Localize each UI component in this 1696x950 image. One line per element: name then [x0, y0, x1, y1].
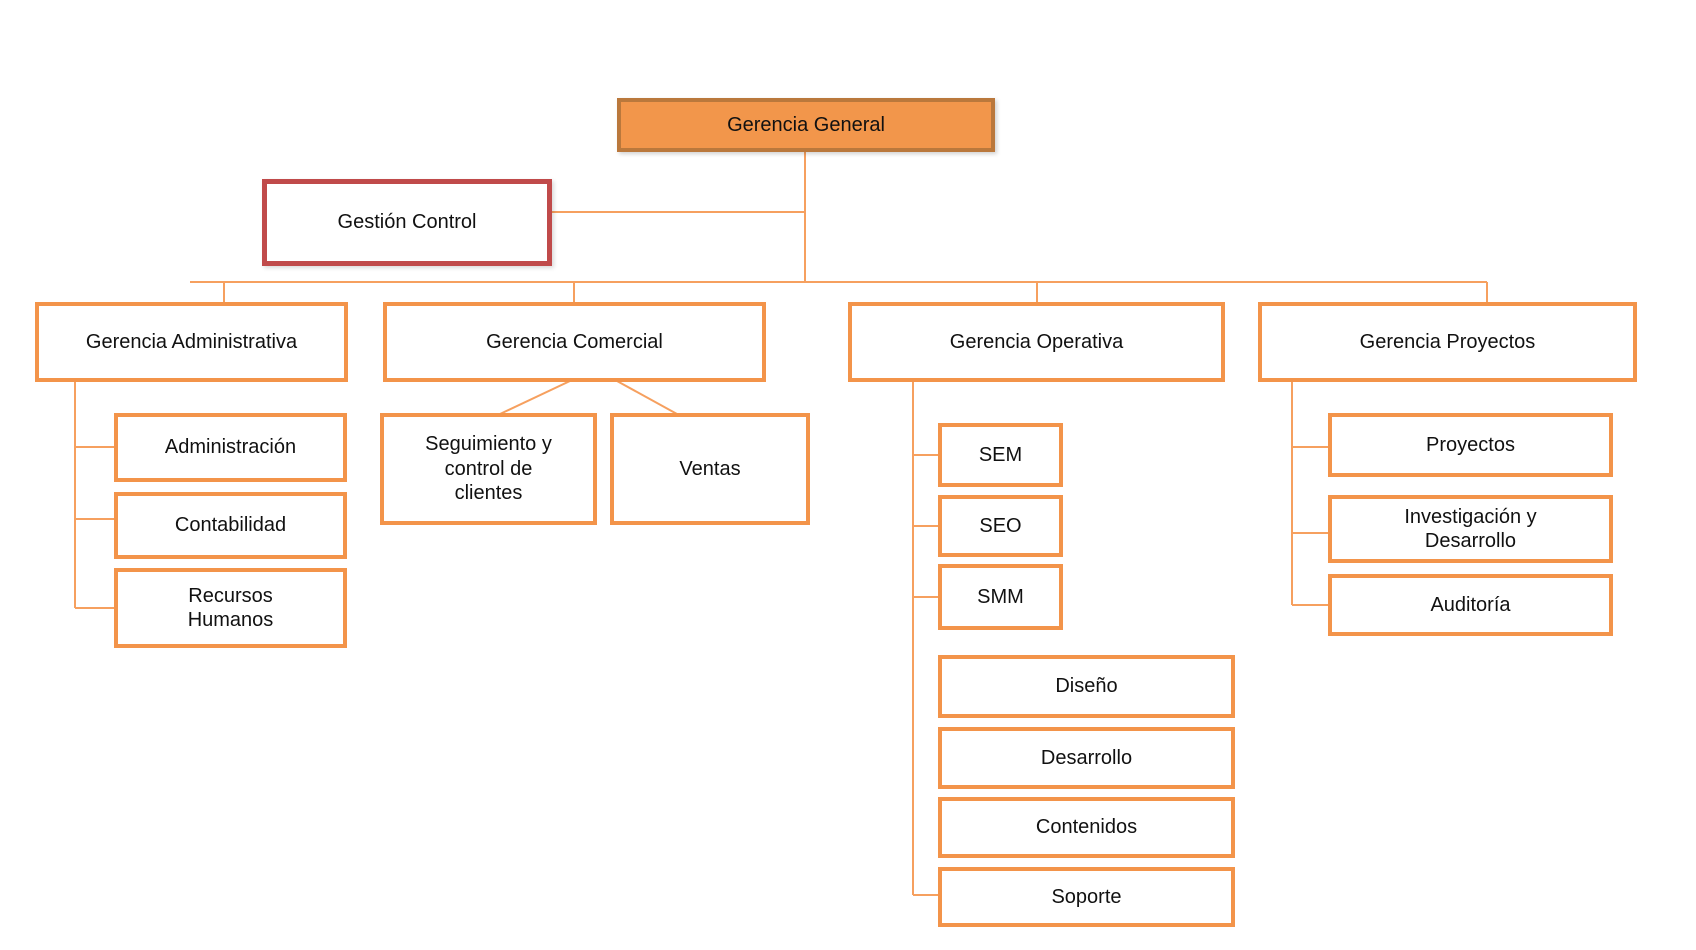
- gerencia-general-label: Gerencia General: [727, 113, 885, 136]
- auditoria-box[interactable]: Auditoría: [1328, 574, 1613, 636]
- gestion-control-label: Gestión Control: [337, 211, 477, 234]
- recursos-humanos-label: Recursos Humanos: [187, 584, 274, 631]
- seo-box[interactable]: SEO: [938, 495, 1063, 557]
- sem-box[interactable]: SEM: [938, 423, 1063, 487]
- gerencia-proyectos-label: Gerencia Proyectos: [1359, 330, 1536, 353]
- gerencia-comercial-box[interactable]: Gerencia Comercial: [383, 302, 766, 382]
- gerencia-operativa-label: Gerencia Operativa: [949, 330, 1124, 353]
- seguimiento-control-clientes-label: Seguimiento y control de clientes: [425, 433, 552, 505]
- smm-box[interactable]: SMM: [938, 564, 1063, 630]
- gerencia-operativa-box[interactable]: Gerencia Operativa: [848, 302, 1225, 382]
- ventas-label: Ventas: [679, 457, 741, 480]
- sem-label: SEM: [978, 443, 1023, 466]
- diseno-label: Diseño: [1055, 675, 1118, 698]
- gerencia-administrativa-box[interactable]: Gerencia Administrativa: [35, 302, 348, 382]
- gerencia-administrativa-label: Gerencia Administrativa: [85, 330, 298, 353]
- contabilidad-label: Contabilidad: [174, 514, 287, 537]
- connector-comercial-diag-right: [616, 380, 678, 415]
- seguimiento-control-clientes-box[interactable]: Seguimiento y control de clientes: [380, 413, 597, 525]
- desarrollo-box[interactable]: Desarrollo: [938, 727, 1235, 789]
- gestion-control-box[interactable]: Gestión Control: [262, 179, 552, 266]
- gerencia-comercial-label: Gerencia Comercial: [486, 330, 663, 353]
- proyectos-box[interactable]: Proyectos: [1328, 413, 1613, 477]
- desarrollo-label: Desarrollo: [1040, 746, 1133, 769]
- contenidos-label: Contenidos: [1035, 816, 1138, 839]
- seo-label: SEO: [979, 514, 1022, 537]
- soporte-box[interactable]: Soporte: [938, 867, 1235, 927]
- gerencia-proyectos-box[interactable]: Gerencia Proyectos: [1258, 302, 1637, 382]
- recursos-humanos-box[interactable]: Recursos Humanos: [114, 568, 347, 648]
- contenidos-box[interactable]: Contenidos: [938, 797, 1235, 858]
- investigacion-y-desarrollo-label: Investigación y Desarrollo: [1404, 505, 1537, 552]
- soporte-label: Soporte: [1051, 885, 1122, 908]
- proyectos-label: Proyectos: [1426, 433, 1515, 456]
- ventas-box[interactable]: Ventas: [610, 413, 810, 525]
- smm-label: SMM: [977, 585, 1024, 608]
- gerencia-general-box[interactable]: Gerencia General: [617, 98, 995, 152]
- investigacion-y-desarrollo-box[interactable]: Investigación y Desarrollo: [1328, 495, 1613, 563]
- diseno-box[interactable]: Diseño: [938, 655, 1235, 718]
- administracion-label: Administración: [164, 436, 297, 459]
- administracion-box[interactable]: Administración: [114, 413, 347, 482]
- connector-comercial-diag-left: [499, 380, 571, 415]
- auditoria-label: Auditoría: [1430, 593, 1511, 616]
- contabilidad-box[interactable]: Contabilidad: [114, 492, 347, 559]
